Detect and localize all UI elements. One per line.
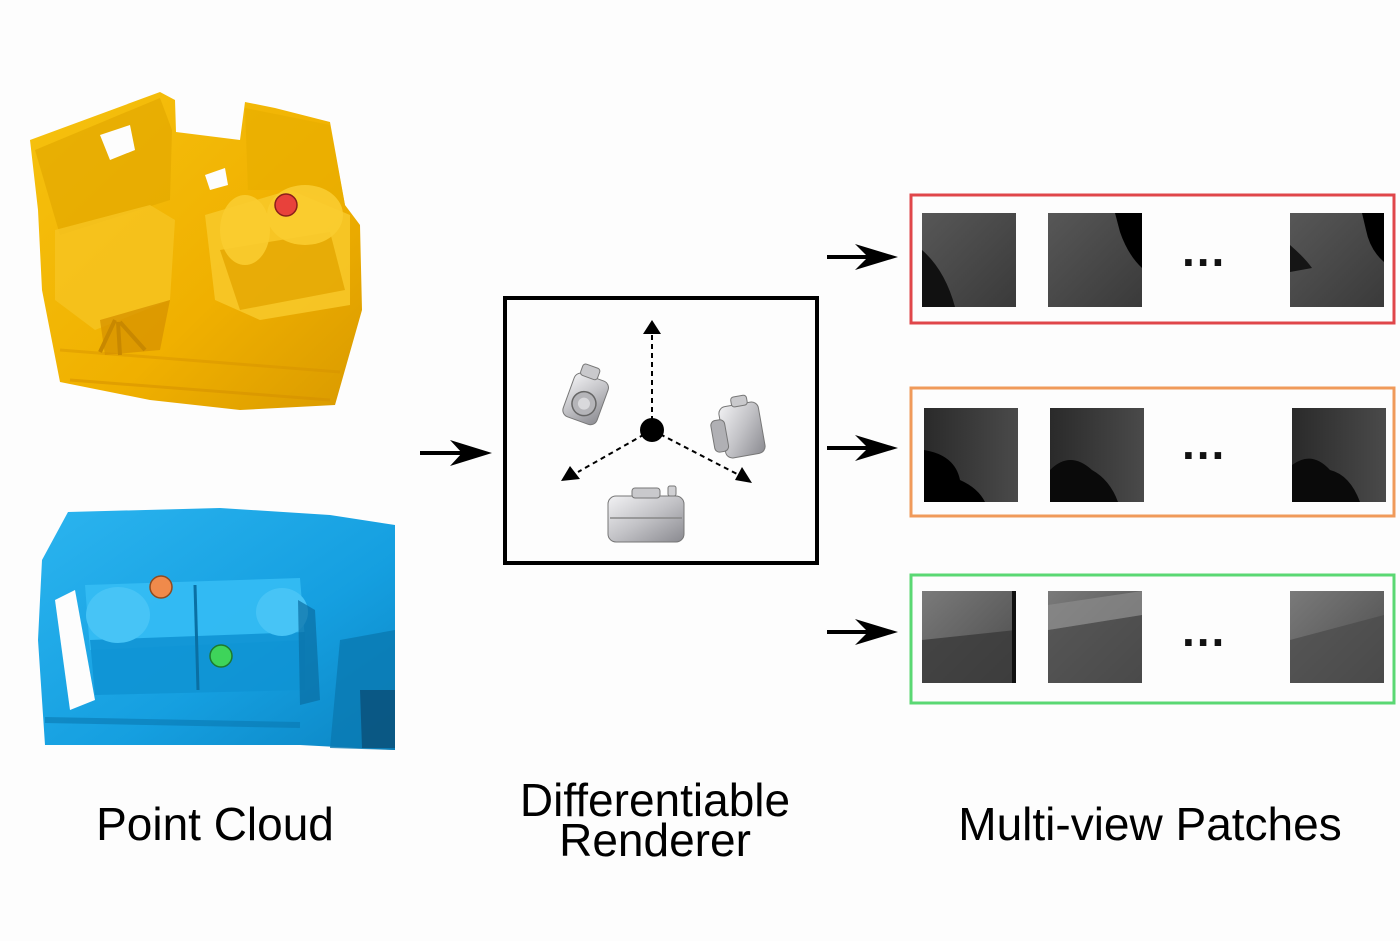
camera-icon xyxy=(607,485,685,543)
depth-patch xyxy=(924,408,1018,502)
depth-patch xyxy=(1292,408,1386,502)
patch-row-green xyxy=(909,573,1396,705)
caption-renderer-line2: Renderer xyxy=(559,814,751,866)
right-arrow-icon xyxy=(827,435,898,461)
depth-patch xyxy=(922,591,1016,683)
ellipsis-row-green: ... xyxy=(1182,604,1227,656)
caption-renderer-line1: Differentiable xyxy=(519,774,791,826)
camera-icon xyxy=(710,394,766,459)
depth-patch xyxy=(922,213,1016,307)
right-arrow-icon xyxy=(827,244,898,270)
caption-differentiable-renderer: Differentiable Renderer xyxy=(470,774,840,866)
point-cloud-scene-yellow xyxy=(30,92,362,410)
depth-patch xyxy=(1290,591,1384,683)
point-cloud-scene-blue xyxy=(38,508,395,750)
sample-point-red xyxy=(274,193,298,217)
depth-patch xyxy=(1290,213,1384,307)
sample-point-green xyxy=(209,644,233,668)
patch-row-orange xyxy=(909,386,1396,518)
right-arrow-icon xyxy=(827,619,898,645)
depth-patch xyxy=(1048,213,1142,307)
camera-axes xyxy=(561,320,752,483)
sample-point-orange xyxy=(149,575,173,599)
depth-patch xyxy=(1048,591,1142,683)
ellipsis-row-orange: ... xyxy=(1182,417,1227,469)
depth-patch xyxy=(1050,408,1144,502)
caption-multi-view-patches: Multi-view Patches xyxy=(958,798,1342,850)
renderer-box xyxy=(503,296,819,565)
patch-row-red xyxy=(909,193,1396,325)
caption-point-cloud: Point Cloud xyxy=(96,798,334,850)
camera-icon xyxy=(562,363,609,426)
ellipsis-row-red: ... xyxy=(1182,224,1227,276)
right-arrow-icon xyxy=(420,440,492,466)
